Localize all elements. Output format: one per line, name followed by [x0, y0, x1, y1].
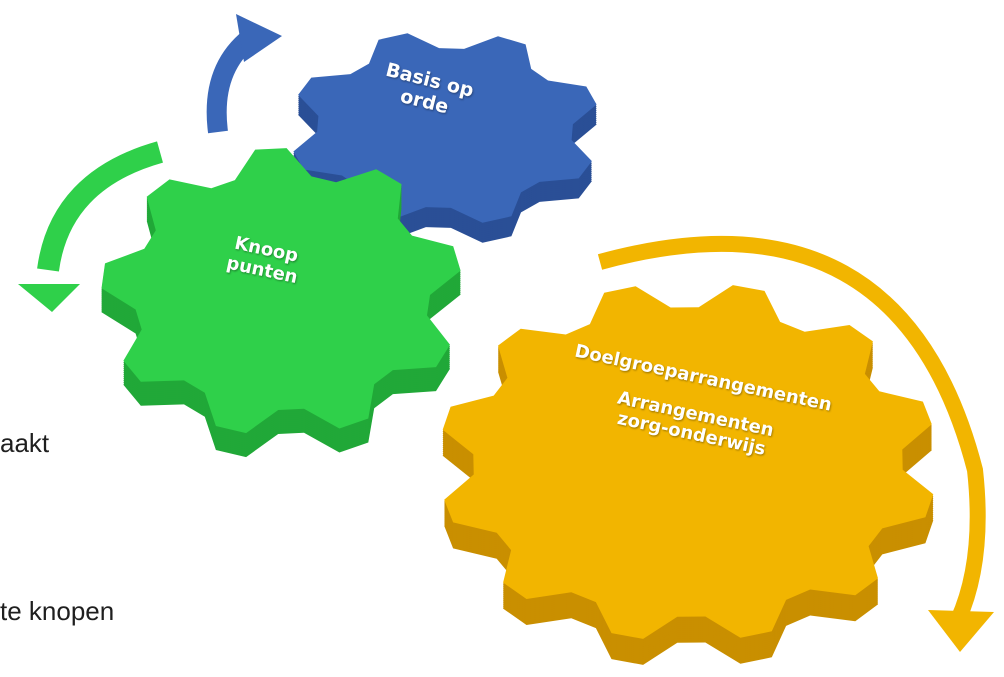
- yellow-gear: [442, 285, 934, 665]
- background-text-line-2: te knopen: [0, 596, 115, 626]
- green-rotation-arrow: [18, 141, 164, 312]
- blue-rotation-arrow: [206, 14, 282, 134]
- background-text-line-1: aakt: [0, 428, 50, 458]
- yellow-rotation-arrow: [597, 235, 994, 652]
- green-gear: [101, 148, 461, 458]
